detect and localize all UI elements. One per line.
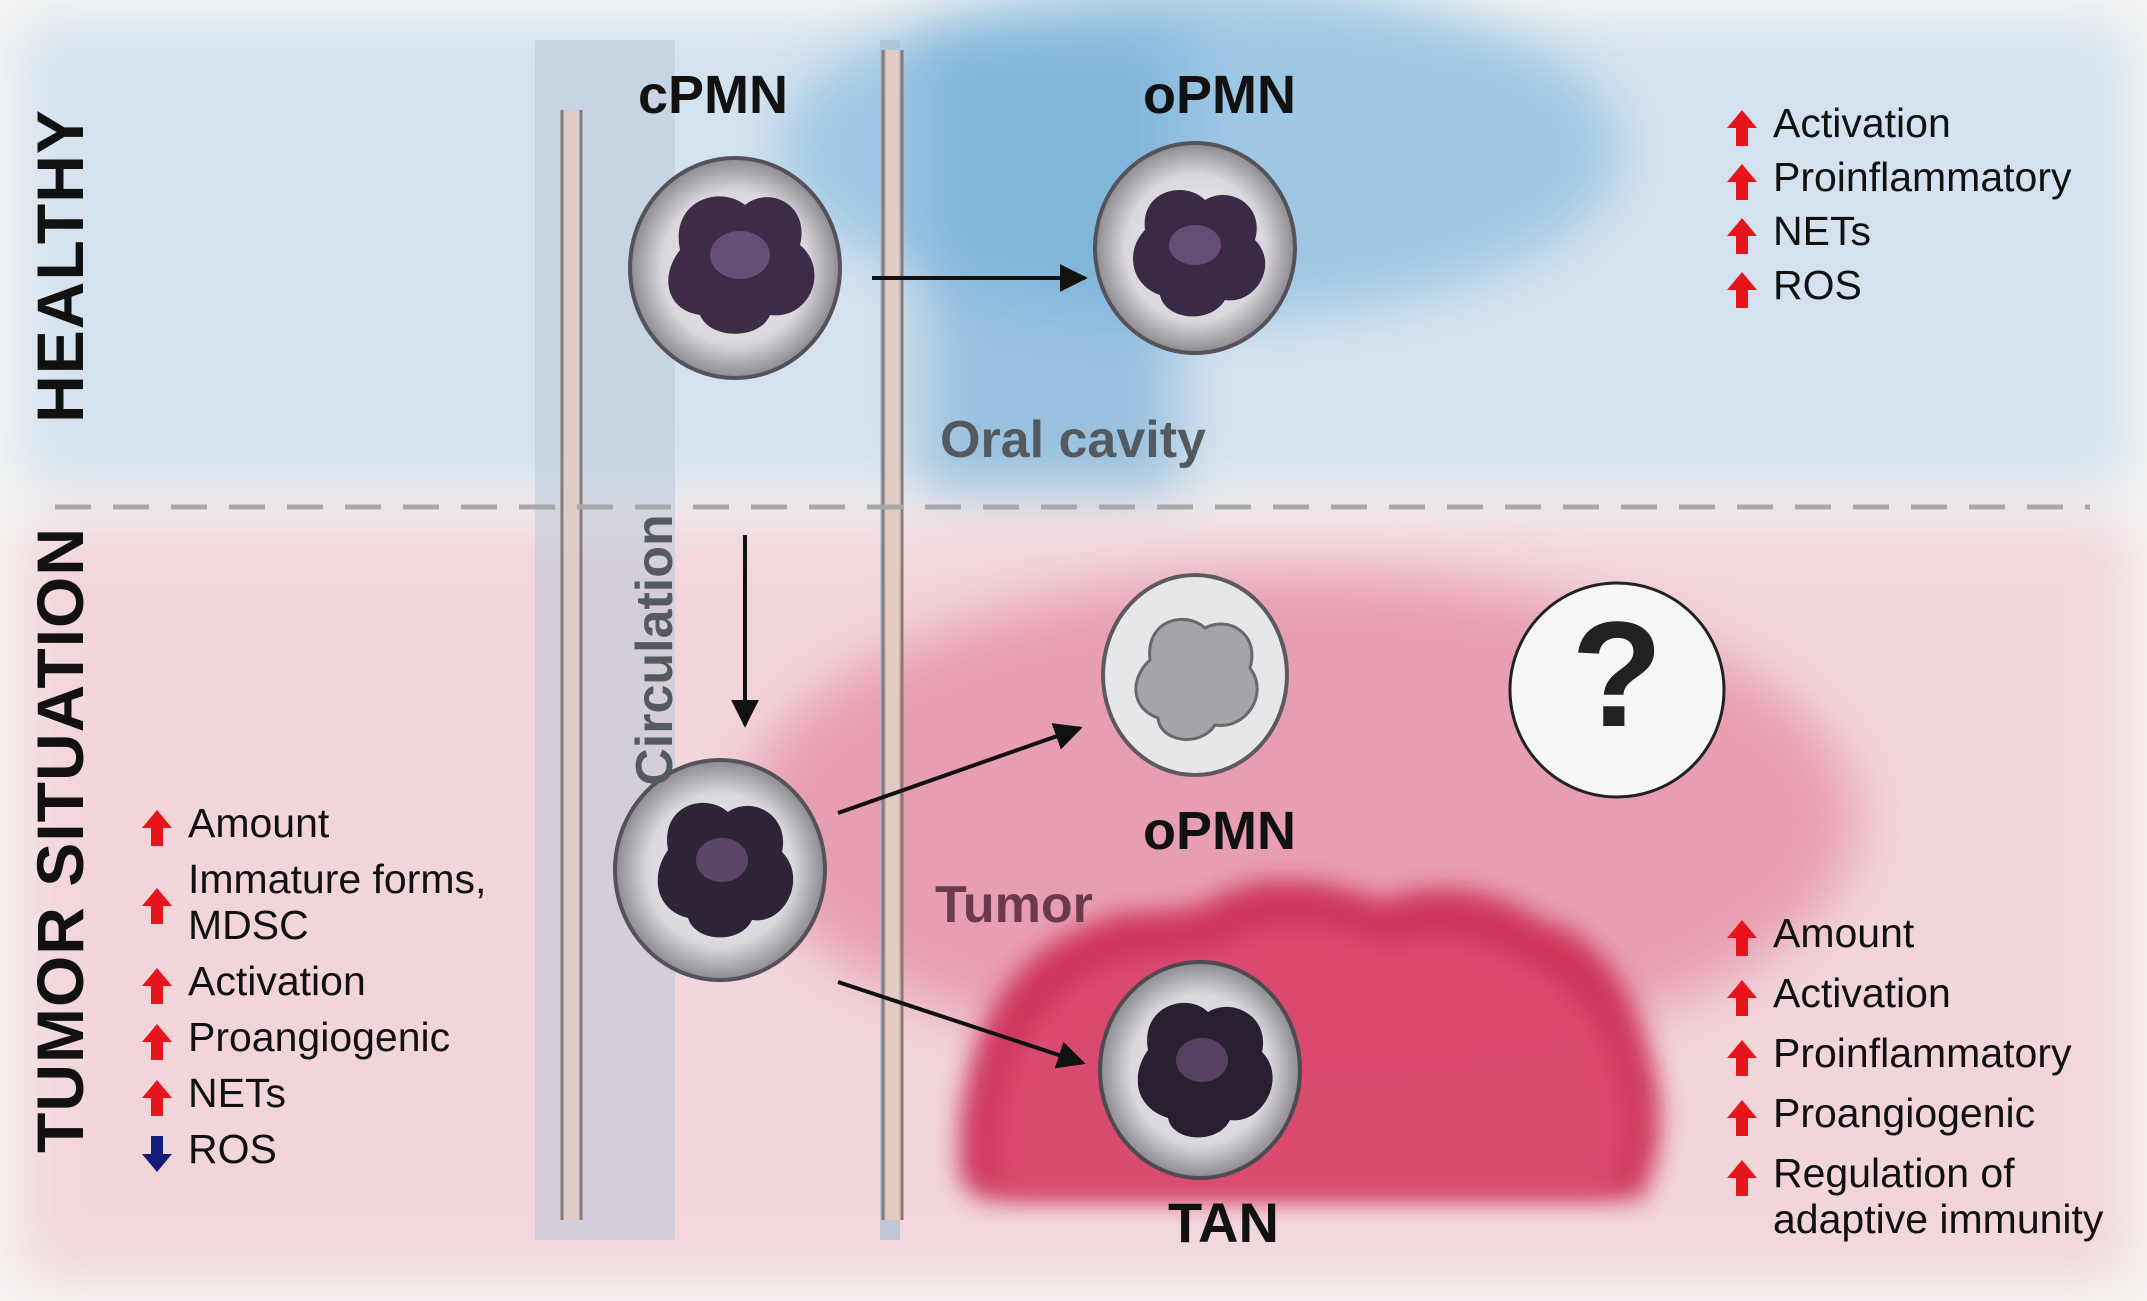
list-item: Proangiogenic xyxy=(1725,1090,2103,1136)
up-arrow-icon xyxy=(1727,272,1757,308)
side-label-healthy: HEALTHY xyxy=(23,109,97,423)
up-arrow-icon xyxy=(1727,218,1757,254)
up-arrow-icon xyxy=(142,888,172,924)
list-item: Proinflammatory xyxy=(1725,154,2071,200)
opmn-cell-tumor xyxy=(1101,573,1289,777)
list-item: ROS xyxy=(1725,262,2071,308)
up-arrow-icon xyxy=(1727,1160,1757,1196)
side-label-tumor: TUMOR SITUATION xyxy=(23,526,97,1153)
arrow-cpmn-to-tan xyxy=(837,980,1086,1069)
label-tan: TAN xyxy=(1168,1191,1279,1254)
up-arrow-icon xyxy=(142,968,172,1004)
up-arrow-icon xyxy=(1727,164,1757,200)
healthy-opmn-list: Activation Proinflammatory NETs ROS xyxy=(1725,100,2071,308)
blood-vessel xyxy=(535,40,904,1240)
list-item: NETs xyxy=(1725,208,2071,254)
up-arrow-icon xyxy=(1727,1040,1757,1076)
list-item: Activation xyxy=(1725,100,2071,146)
opmn-cell-healthy xyxy=(1093,141,1297,355)
label-circulation: Circulation xyxy=(626,514,684,786)
list-item: Regulation of adaptive immunity xyxy=(1725,1150,2103,1242)
up-arrow-icon xyxy=(1727,1100,1757,1136)
list-item: Proangiogenic xyxy=(140,1014,486,1060)
label-cpmn: cPMN xyxy=(638,65,789,125)
unknown-circle xyxy=(1508,581,1726,799)
up-arrow-icon xyxy=(1727,980,1757,1016)
list-item: Activation xyxy=(140,958,486,1004)
up-arrow-icon xyxy=(1727,920,1757,956)
label-oral-cavity: Oral cavity xyxy=(940,411,1206,469)
list-item: Amount xyxy=(1725,910,2103,956)
cpmn-cell-tumor xyxy=(613,758,827,982)
label-opmn-tumor: oPMN xyxy=(1143,801,1296,861)
up-arrow-icon xyxy=(142,1080,172,1116)
cpmn-cell-healthy xyxy=(628,156,842,380)
up-arrow-icon xyxy=(1727,110,1757,146)
unknown-question-mark: ? xyxy=(1571,590,1663,758)
down-arrow-icon xyxy=(142,1136,172,1172)
arrow-cpmn-to-opmn-tumor xyxy=(837,723,1083,815)
list-item: Immature forms, MDSC xyxy=(140,856,486,948)
list-item: ROS xyxy=(140,1126,486,1172)
list-item: NETs xyxy=(140,1070,486,1116)
list-item: Proinflammatory xyxy=(1725,1030,2103,1076)
up-arrow-icon xyxy=(142,1024,172,1060)
label-tumor: Tumor xyxy=(935,876,1093,934)
tumor-cpmn-list: Amount Immature forms, MDSC Activation P… xyxy=(140,800,486,1172)
list-item: Amount xyxy=(140,800,486,846)
list-item: Activation xyxy=(1725,970,2103,1016)
label-opmn-healthy: oPMN xyxy=(1143,65,1296,125)
up-arrow-icon xyxy=(142,810,172,846)
tan-cell xyxy=(1098,960,1302,1180)
tumor-tan-list: Amount Activation Proinflammatory Proang… xyxy=(1725,910,2103,1242)
